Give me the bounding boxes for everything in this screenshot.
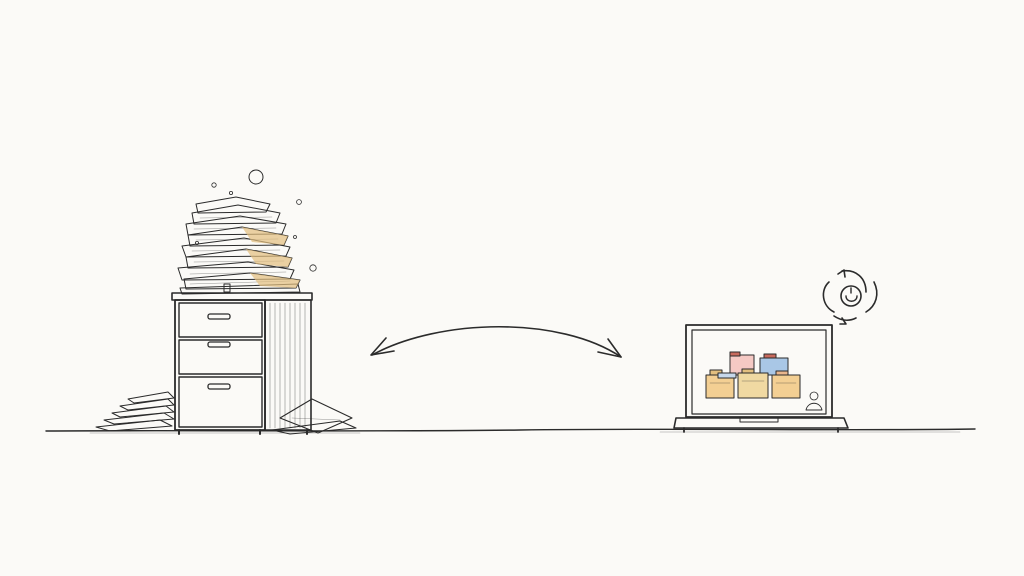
floor-paper-pile-right [271, 398, 357, 435]
cabinet-drawer-middle [178, 339, 263, 375]
paper-particles [194, 169, 317, 272]
cabinet-drawer-bottom [178, 376, 263, 428]
floor-paper-pile-left [95, 391, 175, 432]
folder-grid-on-screen [705, 351, 801, 399]
laptop-icon [673, 324, 849, 433]
paper-stack-icon [177, 196, 301, 295]
cabinet-drawer-top [178, 302, 263, 338]
double-headed-arrow-icon [370, 326, 622, 358]
cabinet-side-hatching [269, 302, 306, 429]
tiny-person-figure [805, 391, 823, 411]
filing-cabinet-icon [171, 292, 313, 435]
sync-refresh-icon [822, 269, 878, 325]
